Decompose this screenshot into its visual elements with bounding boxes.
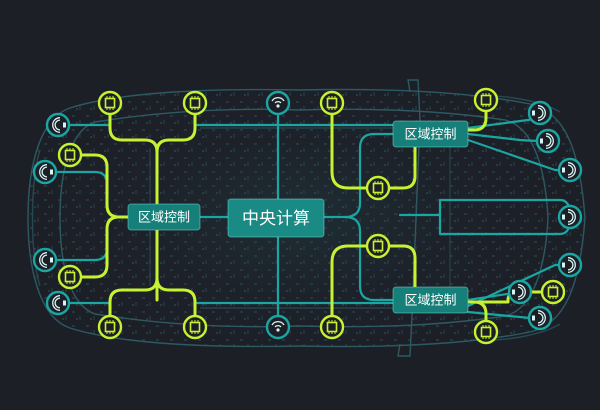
chip-icon — [319, 90, 345, 116]
lime-link — [155, 276, 197, 329]
sensor-icon — [557, 157, 583, 183]
lime-link — [155, 101, 197, 154]
sensor-icon — [535, 128, 561, 154]
lime-link — [108, 276, 159, 329]
lime-link — [376, 143, 417, 190]
central-compute-box: 中央计算 — [227, 198, 325, 238]
chip-icon — [365, 233, 391, 259]
chip-icon — [97, 90, 123, 116]
lime-link — [330, 101, 380, 190]
zone-controller-right-bottom: 区域控制 — [392, 286, 469, 314]
sensor-icon — [507, 279, 533, 305]
teal-link — [466, 310, 532, 320]
zone-controller-right-top-label: 区域控制 — [404, 128, 456, 143]
chip-icon — [473, 319, 499, 345]
sensor-icon — [32, 159, 58, 185]
sensor-icon — [527, 305, 553, 331]
teal-link — [398, 198, 442, 236]
chip-icon — [57, 142, 83, 168]
zone-controller-right-bottom-label: 区域控制 — [404, 294, 456, 309]
sensor-icon — [557, 204, 583, 230]
teal-link — [322, 132, 395, 219]
sensor-icon — [45, 112, 71, 138]
antenna-icon — [265, 90, 291, 116]
teal-link — [343, 215, 395, 302]
lime-link — [330, 244, 380, 329]
zone-controller-right-top: 区域控制 — [392, 120, 469, 148]
antenna-icon — [265, 314, 291, 340]
lime-link — [448, 98, 488, 132]
lime-link — [376, 244, 417, 292]
chip-icon — [97, 314, 123, 340]
chip-icon — [540, 279, 566, 305]
zone-controller-left-label: 区域控制 — [138, 211, 190, 226]
sensor-icon — [45, 290, 71, 316]
chip-icon — [182, 90, 208, 116]
sensor-icon — [557, 252, 583, 278]
chip-icon — [57, 264, 83, 290]
chip-icon — [365, 175, 391, 201]
chip-icon — [473, 87, 499, 113]
chip-icon — [319, 314, 345, 340]
lime-link — [68, 215, 133, 279]
central-compute-box-label: 中央计算 — [242, 209, 310, 229]
chip-icon — [182, 314, 208, 340]
sensor-icon — [527, 100, 553, 126]
zone-controller-left: 区域控制 — [127, 203, 201, 231]
sensor-icon — [32, 247, 58, 273]
